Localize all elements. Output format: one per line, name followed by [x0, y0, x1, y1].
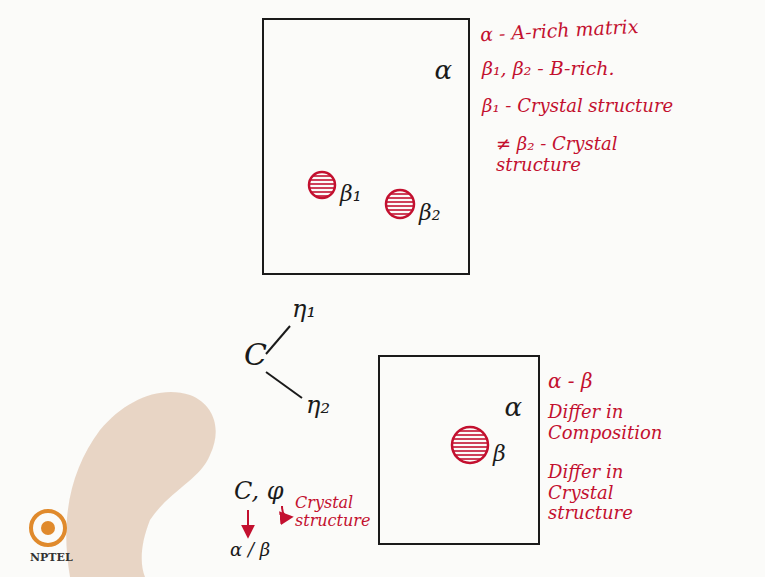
note-text: C, φ: [234, 478, 284, 506]
note-text: η₁: [292, 296, 316, 324]
precipitate-circle: β₂: [384, 188, 445, 227]
logo: [31, 511, 65, 545]
note-text: β₁, β₂ - B-rich.: [482, 58, 615, 80]
note-text: η₂: [306, 392, 330, 420]
phase-region: α β₁ β₂: [262, 18, 470, 275]
hatched-particle: [452, 427, 488, 463]
note-text: Differ in Crystal structure: [548, 462, 673, 524]
precipitate-circle: β₁: [307, 170, 366, 208]
arrow: [247, 510, 249, 536]
logo-text: NPTEL: [30, 552, 73, 565]
precipitate-circle: β: [450, 425, 510, 468]
branch-line: [266, 326, 290, 354]
phase-label: β₂: [419, 200, 445, 225]
hatched-particle: [386, 190, 414, 218]
note-text: Crystal structure: [295, 494, 373, 531]
phase-label: α: [504, 393, 522, 423]
hatched-particle: [309, 172, 335, 198]
note-text: C: [244, 338, 267, 373]
note-text: α - β: [548, 370, 593, 393]
logo: [41, 521, 55, 535]
phase-region: αβ: [378, 355, 540, 545]
arrow: [282, 506, 291, 517]
hand: [66, 392, 215, 577]
note-text: α / β: [230, 540, 270, 561]
note-text: ≠ β₂ - Crystal structure: [496, 134, 671, 175]
phase-label: β₁: [340, 181, 366, 206]
note-text: α - A-rich matrix: [480, 16, 639, 46]
phase-label: β: [493, 441, 510, 466]
note-text: β₁ - Crystal structure: [482, 96, 673, 117]
branch-line: [266, 372, 302, 398]
phase-label: α: [434, 56, 452, 86]
note-text: Differ in Composition: [548, 402, 668, 443]
